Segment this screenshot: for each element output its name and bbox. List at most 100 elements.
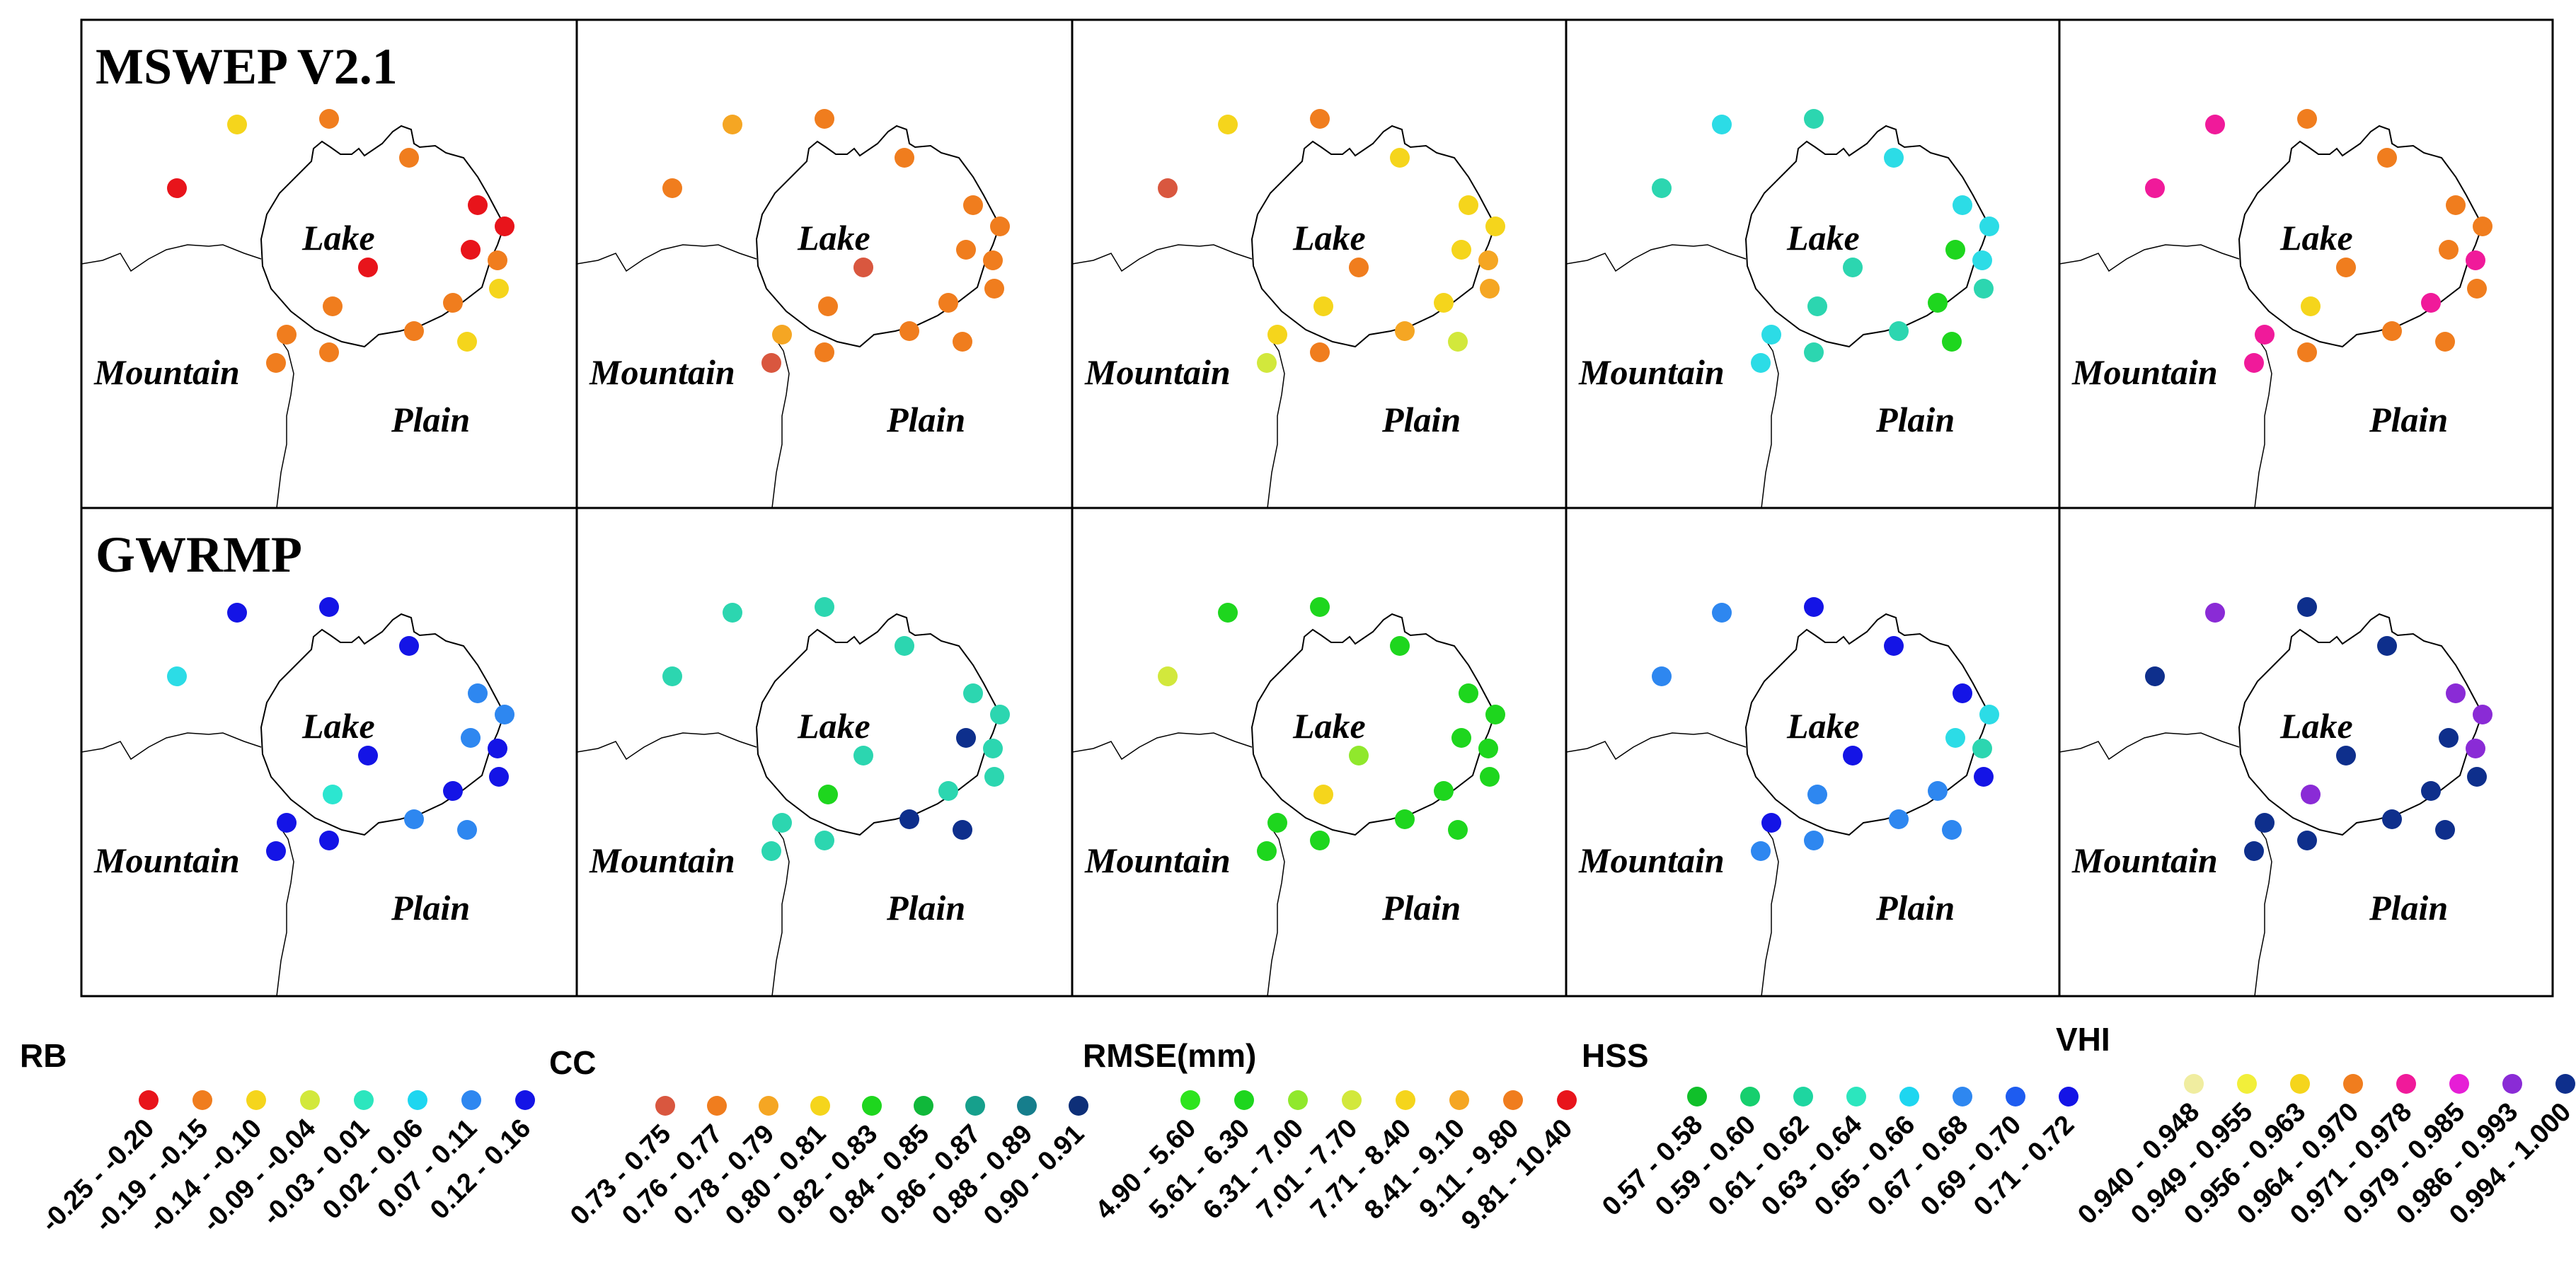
station-marker xyxy=(983,250,1003,270)
station-marker xyxy=(1434,781,1454,801)
station-marker xyxy=(2421,293,2441,313)
station-marker xyxy=(323,296,343,316)
legend-rb: RB-0.25 - -0.20-0.19 - -0.15-0.14 - -0.1… xyxy=(20,1037,536,1238)
mountain-label: Mountain xyxy=(1578,352,1725,392)
plain-label: Plain xyxy=(391,400,470,439)
legend-swatch xyxy=(2396,1074,2416,1094)
station-marker xyxy=(1448,332,1468,352)
legend-swatch xyxy=(2555,1074,2575,1094)
station-marker xyxy=(488,250,507,270)
station-marker xyxy=(1478,250,1498,270)
mountain-label: Mountain xyxy=(1084,352,1231,392)
legend-swatch xyxy=(354,1090,374,1110)
station-marker xyxy=(953,332,972,352)
station-marker xyxy=(815,831,834,850)
legend-swatch xyxy=(1342,1090,1362,1110)
station-marker xyxy=(1451,240,1471,260)
station-marker xyxy=(2336,746,2356,765)
legend-swatch xyxy=(2343,1074,2363,1094)
station-marker xyxy=(723,603,742,623)
station-marker xyxy=(2297,831,2317,850)
station-marker xyxy=(1390,636,1410,656)
station-marker xyxy=(1889,321,1909,341)
lake-label: Lake xyxy=(1292,706,1366,746)
station-marker xyxy=(2382,321,2402,341)
station-marker xyxy=(399,148,419,168)
station-marker xyxy=(1712,115,1732,134)
station-marker xyxy=(2421,781,2441,801)
station-marker xyxy=(2297,109,2317,129)
station-marker xyxy=(227,115,247,134)
station-marker xyxy=(1478,739,1498,758)
station-marker xyxy=(2145,666,2165,686)
lake-label: Lake xyxy=(2279,218,2353,258)
legend-swatch xyxy=(2184,1074,2204,1094)
station-marker xyxy=(488,739,507,758)
legend-swatch xyxy=(1793,1087,1813,1106)
legend-swatch xyxy=(1069,1096,1088,1116)
basin-boundary-south xyxy=(1761,826,1779,996)
legend-swatch xyxy=(1503,1090,1523,1110)
legend-swatch xyxy=(461,1090,481,1110)
station-marker xyxy=(2205,603,2225,623)
plain-label: Plain xyxy=(886,400,965,439)
legend-swatch xyxy=(1449,1090,1469,1110)
station-marker xyxy=(1652,666,1672,686)
station-marker xyxy=(1761,325,1781,345)
station-marker xyxy=(662,666,682,686)
station-marker xyxy=(1928,781,1948,801)
station-marker xyxy=(2244,841,2264,861)
station-marker xyxy=(2301,785,2321,804)
station-marker xyxy=(2382,809,2402,829)
station-marker xyxy=(2473,705,2492,724)
basin-boundary-west xyxy=(81,244,262,272)
station-marker xyxy=(815,342,834,362)
station-marker xyxy=(761,841,781,861)
station-marker xyxy=(1804,342,1824,362)
dataset-label: MSWEP V2.1 xyxy=(96,38,398,95)
station-marker xyxy=(1807,296,1827,316)
legend-swatch xyxy=(1180,1090,1200,1110)
station-marker xyxy=(319,831,339,850)
station-marker xyxy=(899,809,919,829)
basin-boundary-west xyxy=(2059,244,2240,272)
station-marker xyxy=(404,321,424,341)
basin-boundary-south xyxy=(1267,826,1285,996)
station-marker xyxy=(1448,820,1468,840)
station-marker xyxy=(1218,115,1238,134)
station-marker xyxy=(938,781,958,801)
station-marker xyxy=(2467,767,2487,787)
legend-swatch xyxy=(1396,1090,1415,1110)
lake-shoreline xyxy=(260,613,504,836)
station-marker xyxy=(853,746,873,765)
station-marker xyxy=(319,109,339,129)
lake-shoreline xyxy=(2238,125,2482,348)
legend-swatch xyxy=(1017,1096,1037,1116)
station-marker xyxy=(772,813,792,833)
legend-swatch xyxy=(139,1090,159,1110)
station-marker xyxy=(984,767,1004,787)
legend-swatch xyxy=(1234,1090,1254,1110)
station-marker xyxy=(1257,353,1277,373)
mountain-label: Mountain xyxy=(93,840,240,880)
legend-swatch xyxy=(914,1096,933,1116)
station-marker xyxy=(323,785,343,804)
plain-label: Plain xyxy=(1381,888,1461,928)
station-marker xyxy=(990,216,1010,236)
legend-swatch xyxy=(2502,1074,2522,1094)
station-marker xyxy=(953,820,972,840)
plain-label: Plain xyxy=(2369,400,2448,439)
legend-swatch xyxy=(408,1090,427,1110)
station-marker xyxy=(2435,332,2455,352)
station-marker xyxy=(495,216,514,236)
station-marker xyxy=(2145,178,2165,198)
station-marker xyxy=(2377,148,2397,168)
station-marker xyxy=(495,705,514,724)
station-marker xyxy=(1972,250,1992,270)
